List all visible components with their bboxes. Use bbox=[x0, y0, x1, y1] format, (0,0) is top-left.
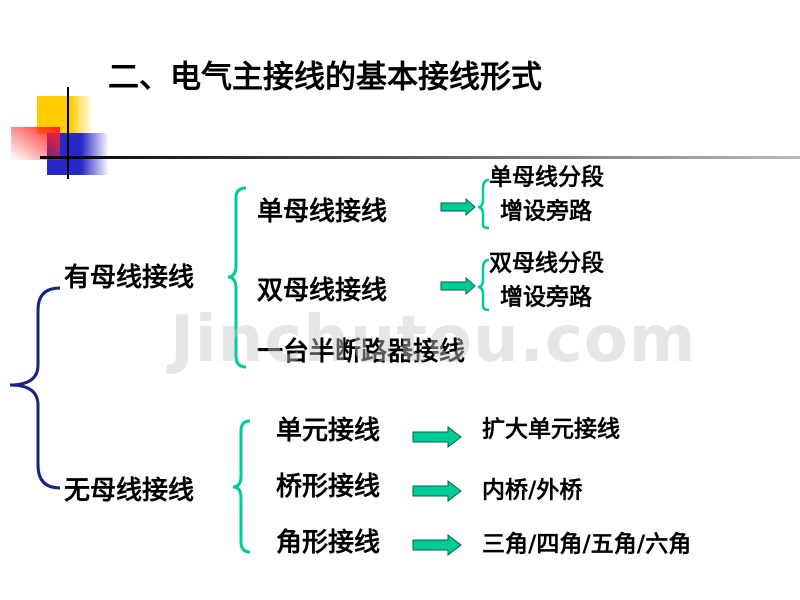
left-brace bbox=[9, 286, 61, 490]
brace-sub2 bbox=[477, 258, 490, 312]
arrow-icon bbox=[412, 479, 462, 503]
result-text: 内桥/外桥 bbox=[482, 477, 583, 504]
brace-group1 bbox=[227, 186, 247, 369]
item-single-bus: 单母线接线 bbox=[257, 197, 388, 227]
sub-item: 单母线分段 bbox=[489, 164, 604, 191]
red-square bbox=[11, 127, 60, 160]
arrow-icon bbox=[412, 533, 462, 557]
item-unit: 单元接线 bbox=[276, 416, 381, 446]
arrow-icon bbox=[440, 276, 476, 296]
brace-group2 bbox=[232, 419, 251, 554]
sub-item: 增设旁路 bbox=[500, 198, 592, 225]
item-breaker-and-half: 一台半断路器接线 bbox=[257, 337, 466, 367]
arrow-icon bbox=[440, 197, 476, 217]
slide-title: 二、电气主接线的基本接线形式 bbox=[108, 59, 542, 96]
sub-item: 增设旁路 bbox=[500, 284, 592, 311]
sub-item: 双母线分段 bbox=[489, 250, 604, 277]
watermark: Jinchutou.com bbox=[170, 303, 697, 377]
item-bridge: 桥形接线 bbox=[276, 472, 381, 502]
title-underline bbox=[40, 156, 800, 159]
group-label-with-bus: 有母线接线 bbox=[64, 263, 195, 293]
group-label-without-bus: 无母线接线 bbox=[64, 476, 195, 506]
arrow-icon bbox=[412, 425, 462, 449]
brace-sub1 bbox=[477, 178, 490, 230]
result-text: 三角/四角/五角/六角 bbox=[482, 531, 692, 558]
result-text: 扩大单元接线 bbox=[482, 416, 620, 443]
decoration-squares bbox=[11, 87, 800, 179]
item-double-bus: 双母线接线 bbox=[257, 276, 388, 306]
item-angle: 角形接线 bbox=[276, 528, 381, 558]
